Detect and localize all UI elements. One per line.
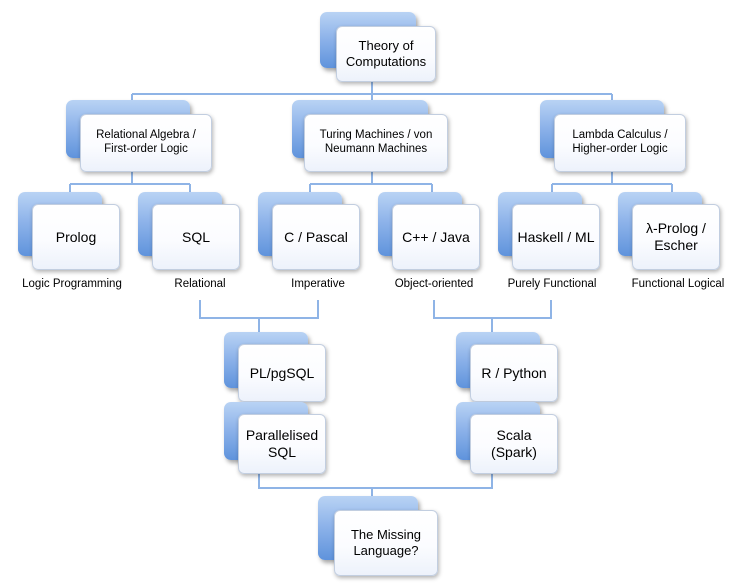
node-turing-label: Turing Machines / von Neumann Machines <box>304 114 448 172</box>
caption-functional-logical: Functional Logical <box>631 278 725 290</box>
node-plpgsql-label: PL/pgSQL <box>238 344 326 402</box>
node-parallelised-sql-label: Parallelised SQL <box>238 414 326 474</box>
node-c-pascal-label: C / Pascal <box>272 204 360 270</box>
node-lambda-prolog: λ-Prolog / Escher <box>618 192 722 272</box>
node-theory: Theory of Computations <box>320 12 438 84</box>
caption-purely-functional: Purely Functional <box>507 278 597 290</box>
node-cpp-java-label: C++ / Java <box>392 204 480 270</box>
node-haskell-label: Haskell / ML <box>512 204 600 270</box>
caption-object-oriented: Object-oriented <box>394 278 474 290</box>
node-lambda-label: Lambda Calculus / Higher-order Logic <box>554 114 686 172</box>
node-r-python-label: R / Python <box>470 344 558 402</box>
node-sql: SQL <box>138 192 242 272</box>
node-scala: Scala (Spark) <box>456 402 560 476</box>
node-sql-label: SQL <box>152 204 240 270</box>
node-relational-algebra: Relational Algebra / First-order Logic <box>66 100 214 176</box>
node-r-python: R / Python <box>456 332 560 404</box>
node-theory-label: Theory of Computations <box>336 26 436 82</box>
node-prolog-label: Prolog <box>32 204 120 270</box>
node-missing-language-label: The Missing Language? <box>334 510 438 576</box>
node-scala-label: Scala (Spark) <box>470 414 558 474</box>
node-parallelised-sql: Parallelised SQL <box>224 402 328 476</box>
caption-imperative: Imperative <box>291 278 345 290</box>
node-c-pascal: C / Pascal <box>258 192 362 272</box>
node-turing: Turing Machines / von Neumann Machines <box>292 100 450 176</box>
caption-logic-programming: Logic Programming <box>22 278 122 290</box>
connector-turing <box>309 172 433 197</box>
node-lambda-prolog-label: λ-Prolog / Escher <box>632 204 720 270</box>
node-lambda: Lambda Calculus / Higher-order Logic <box>540 100 688 176</box>
node-plpgsql: PL/pgSQL <box>224 332 328 404</box>
node-prolog: Prolog <box>18 192 122 272</box>
node-relational-algebra-label: Relational Algebra / First-order Logic <box>80 114 212 172</box>
caption-relational: Relational <box>174 278 226 290</box>
node-haskell: Haskell / ML <box>498 192 602 272</box>
node-cpp-java: C++ / Java <box>378 192 482 272</box>
connector-relational-algebra <box>69 172 191 197</box>
node-missing-language: The Missing Language? <box>318 496 440 578</box>
connector-lambda <box>551 172 673 197</box>
